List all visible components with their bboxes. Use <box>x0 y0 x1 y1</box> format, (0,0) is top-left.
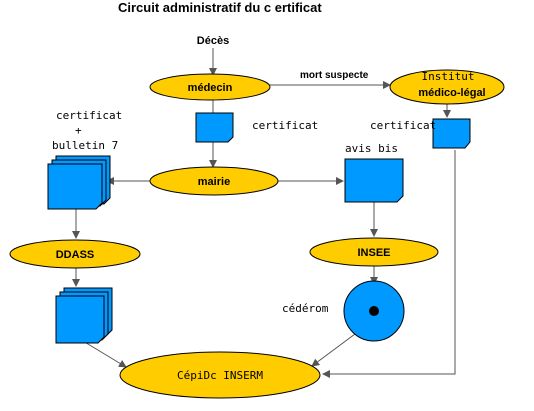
ddass-ellipse <box>9 239 141 269</box>
institut-ellipse <box>389 69 505 105</box>
insee-ellipse <box>309 237 439 267</box>
medecin-ellipse <box>149 73 271 101</box>
label-mort-suspecte: mort suspecte <box>300 70 369 81</box>
document-certificat-middle-icon <box>195 112 234 143</box>
label-certificat-left-3: bulletin 7 <box>52 139 118 152</box>
label-avis-bis: avis bis <box>345 142 398 155</box>
cepidc-ellipse <box>119 351 321 399</box>
institut-label-line1: Institut <box>422 70 475 83</box>
node-cepidc: CépiDc INSERM <box>119 351 321 399</box>
label-certificat-left-2: + <box>75 124 82 137</box>
cederom-disc-icon <box>343 280 405 342</box>
node-medecin: médecin <box>149 73 271 101</box>
node-insee: INSEE <box>309 237 439 267</box>
institut-label-line2: médico-légal <box>418 87 485 99</box>
document-avis-icon <box>344 158 404 203</box>
label-certificat-left-1: certificat <box>56 109 122 122</box>
mairie-ellipse <box>149 166 279 196</box>
edge-certificat-cepidc <box>322 150 456 378</box>
document-stack-left-icon <box>47 155 111 210</box>
label-certificat-middle: certificat <box>252 119 318 132</box>
node-institut: Institut médico-légal <box>389 69 505 105</box>
document-stack-bottom-icon <box>55 287 113 344</box>
insee-label: INSEE <box>357 247 390 259</box>
node-deces: Décès <box>197 35 229 47</box>
ddass-label: DDASS <box>56 249 95 261</box>
cepidc-label: CépiDc INSERM <box>177 369 263 382</box>
diagram-title: Circuit administratif du c ertificat <box>118 0 322 15</box>
mairie-label: mairie <box>198 176 230 188</box>
medecin-label: médecin <box>188 82 233 94</box>
label-cederom: cédérom <box>282 302 329 315</box>
node-ddass: DDASS <box>9 239 141 269</box>
node-mairie: mairie <box>149 166 279 196</box>
document-certificat-right-icon <box>432 118 471 149</box>
label-certificat-right: certificat <box>370 119 436 132</box>
edge-cederom-cepidc <box>311 333 356 367</box>
